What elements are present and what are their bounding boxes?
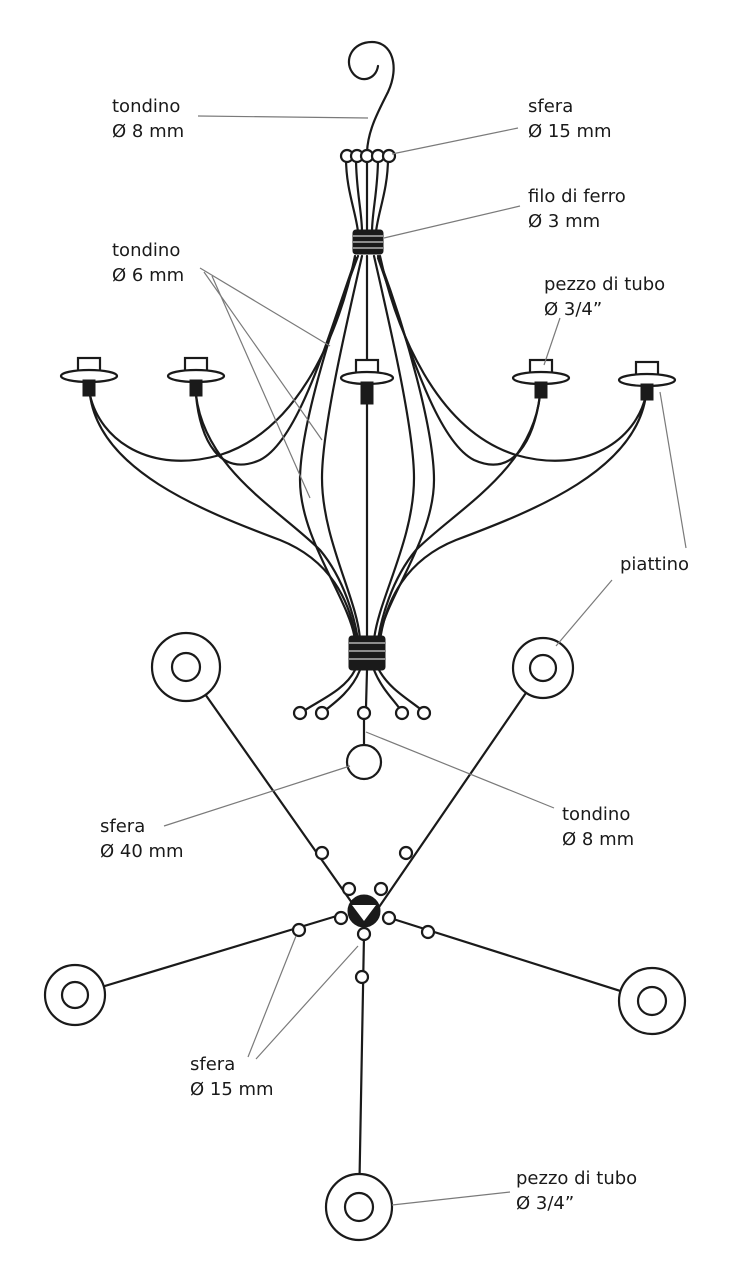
top-wire-binding — [352, 229, 384, 255]
label-piattino: piattino — [620, 554, 689, 575]
label-pezzo-di-tubo-bottom: pezzo di tubo Ø 3/4” — [516, 1168, 643, 1214]
chandelier-plan — [43, 631, 687, 1242]
candle-cups — [59, 356, 677, 405]
top-wire-bundle — [344, 156, 390, 234]
candle-cup-4 — [511, 358, 571, 399]
top-balls — [339, 148, 397, 164]
label-tondino-8-top: tondino Ø 8 mm — [112, 96, 186, 142]
plan-balls — [291, 845, 436, 985]
plan-hub — [347, 894, 381, 928]
large-ball — [345, 743, 383, 781]
leader-lines — [163, 115, 687, 1206]
label-pezzo-di-tubo-top: pezzo di tubo Ø 3/4” — [544, 274, 671, 320]
plan-dish-2 — [511, 636, 575, 700]
candle-cup-3 — [339, 358, 395, 405]
label-tondino-8-bottom: tondino Ø 8 mm — [562, 804, 636, 850]
bottom-curls — [292, 668, 432, 781]
hook — [347, 40, 395, 154]
plan-dish-5 — [324, 1172, 394, 1242]
arms — [88, 254, 648, 642]
bottom-wire-binding — [348, 635, 386, 671]
plan-dish-1 — [150, 631, 222, 703]
label-tondino-6: tondino Ø 6 mm — [112, 240, 186, 286]
label-sfera-15-top: sfera Ø 15 mm — [528, 96, 612, 142]
label-filo-di-ferro: filo di ferro Ø 3 mm — [528, 186, 631, 232]
labels: tondino Ø 8 mm sfera Ø 15 mm filo di fer… — [100, 96, 689, 1214]
plan-dish-3 — [43, 963, 107, 1027]
chandelier-elevation — [59, 40, 677, 781]
plan-dish-4 — [617, 966, 687, 1036]
label-sfera-15-bottom: sfera Ø 15 mm — [190, 1054, 274, 1100]
candle-cup-2 — [166, 356, 226, 397]
candle-cup-5 — [617, 360, 677, 401]
label-sfera-40: sfera Ø 40 mm — [100, 816, 184, 862]
candle-cup-1 — [59, 356, 119, 397]
